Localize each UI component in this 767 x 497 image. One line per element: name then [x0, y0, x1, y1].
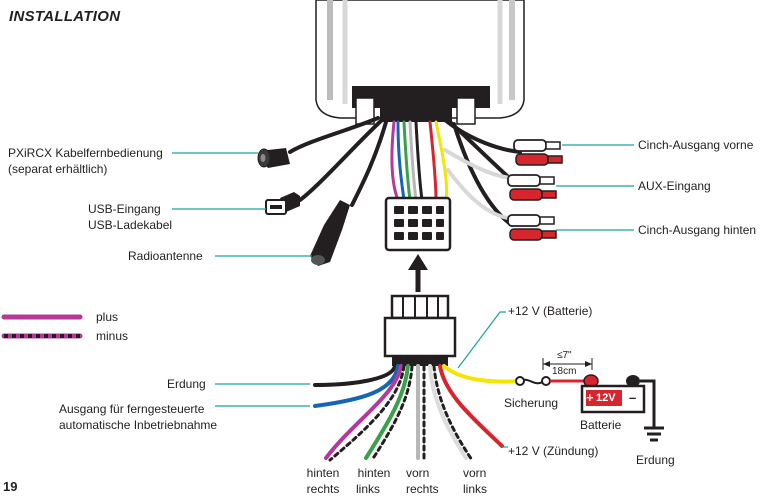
speaker-front-left-line2: links: [463, 482, 488, 496]
rca-rear-label: Cinch-Ausgang hinten: [638, 223, 757, 237]
ignition-label: +12 V (Zündung): [508, 444, 599, 458]
speaker-rear-right-line1: hinten: [306, 466, 340, 480]
fuse-label: Sicherung: [504, 396, 559, 410]
fuse: [515, 376, 586, 386]
rca-plugs: [507, 139, 563, 241]
rca-front-label: Cinch-Ausgang vorne: [638, 138, 754, 152]
speaker-rear-right-line2: rechts: [306, 482, 340, 496]
battery: [580, 374, 656, 428]
speaker-rear-left-line1: hinten: [357, 466, 391, 480]
ground-left-label: Erdung: [167, 377, 206, 391]
leader-lines: [172, 144, 634, 448]
head-unit-cables: [288, 116, 522, 227]
battery-plus-label: +12 V (Batterie): [508, 304, 593, 318]
usb-label-line2: USB-Ladekabel: [88, 218, 173, 232]
battery-plus-sign: +: [586, 390, 594, 405]
legend-minus-label: minus: [96, 329, 129, 343]
usb-connector: [265, 192, 300, 215]
head-unit-harness-connector: [384, 196, 452, 252]
speaker-front-right-line1: vorn: [406, 466, 430, 480]
remote-out-label-line2: automatische Inbetriebnahme: [59, 418, 218, 432]
page-number: 19: [3, 479, 18, 494]
harness-wires: [313, 364, 522, 462]
page-title: INSTALLATION: [9, 8, 121, 25]
usb-label-line1: USB-Eingang: [88, 202, 161, 216]
battery-label: Batterie: [580, 418, 622, 432]
speaker-rear-left-line2: links: [356, 482, 381, 496]
connect-arrow: [408, 254, 428, 292]
aux-label: AUX-Eingang: [638, 179, 711, 193]
battery-minus-sign: –: [629, 390, 637, 405]
head-unit: [315, 0, 525, 125]
ground-right-label: Erdung: [636, 453, 675, 467]
remote-label-line1: PXiRCX Kabelfernbedienung: [8, 146, 163, 160]
remote-jack: [257, 148, 290, 168]
legend-plus-label: plus: [96, 310, 119, 324]
antenna-label: Radioantenne: [128, 249, 203, 263]
legend-swatches: [1, 314, 83, 339]
battery-voltage-label: 12V: [596, 392, 616, 404]
antenna-plug: [310, 200, 350, 266]
remote-out-label-line1: Ausgang für ferngesteuerte: [59, 402, 205, 416]
speaker-front-left-line1: vorn: [463, 466, 487, 480]
remote-label-line2: (separat erhältlich): [8, 162, 108, 176]
fuse-distance-label: ≤7": [557, 350, 572, 361]
speaker-front-right-line2: rechts: [406, 482, 439, 496]
fuse-distance-marker: [542, 358, 593, 370]
fuse-distance-metric-label: 18cm: [552, 366, 577, 377]
ground-symbol: [644, 426, 664, 442]
wire-harness-connector: [383, 294, 457, 366]
